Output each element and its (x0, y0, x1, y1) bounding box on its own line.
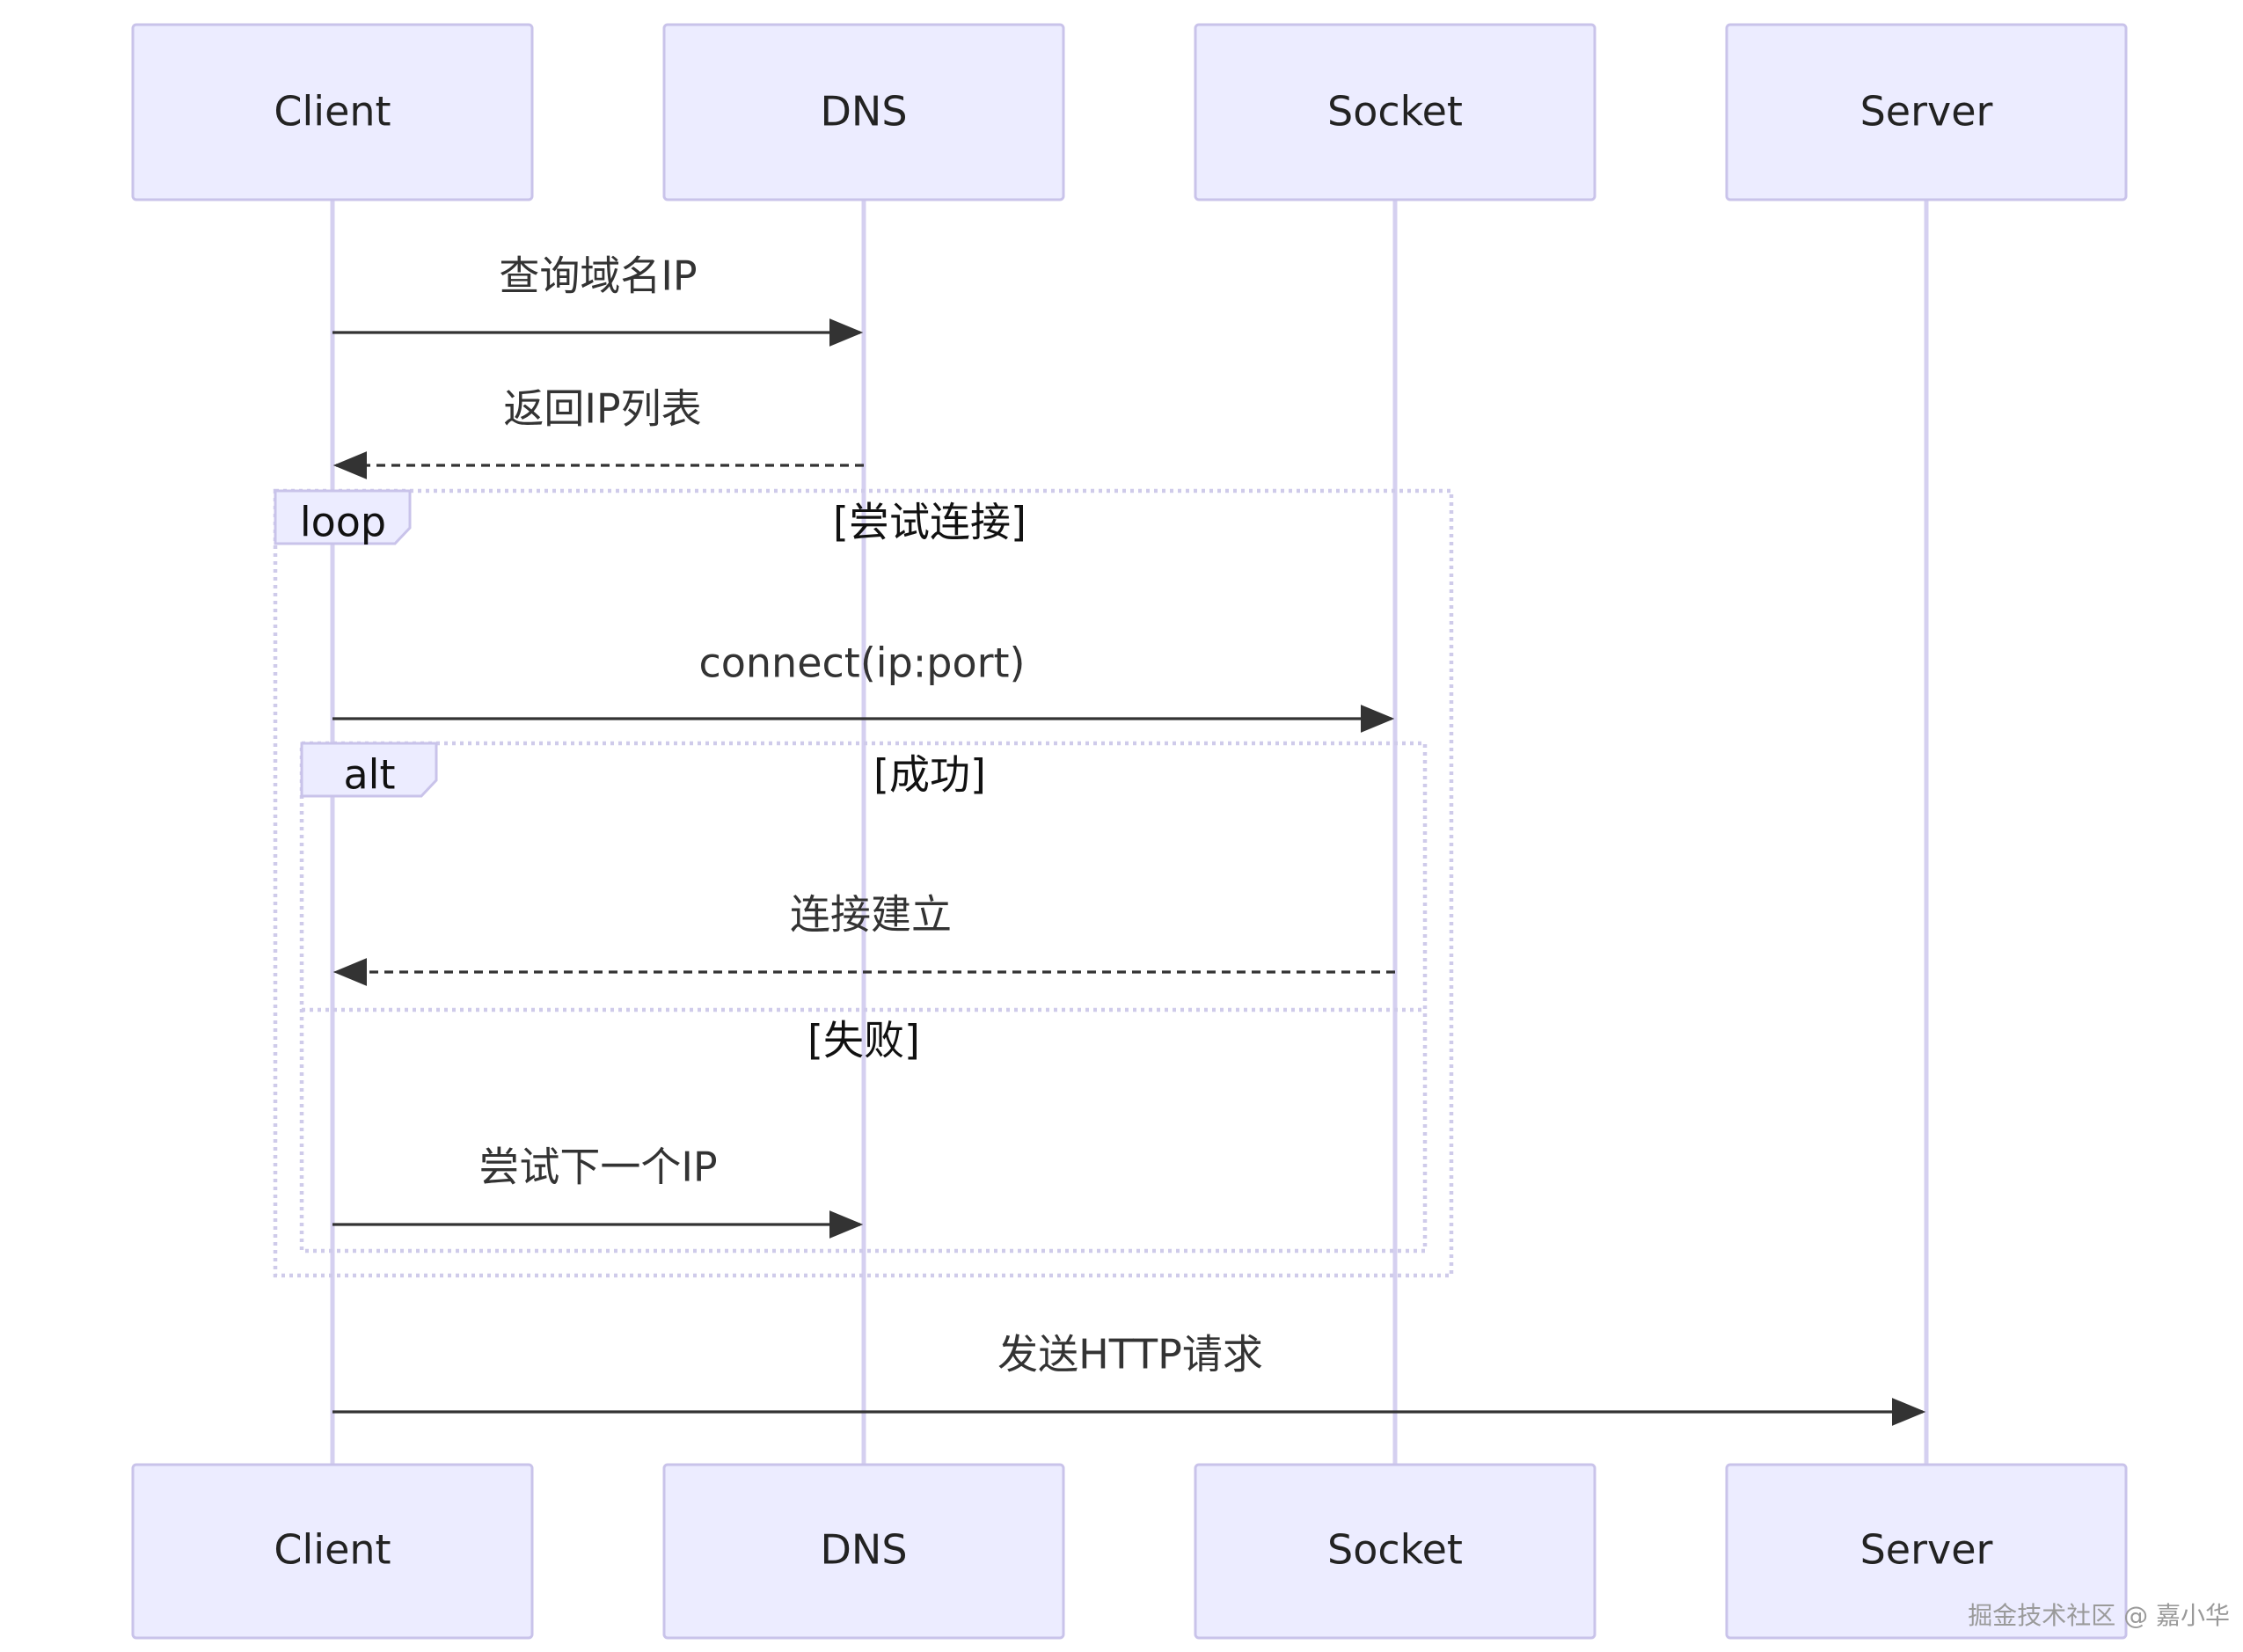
message-connection-established: 连接建立 (332, 891, 1395, 986)
message-label: 查询域名IP (499, 252, 697, 300)
alt-fragment: alt [成功] [失败] (299, 741, 1428, 1254)
actor-server-bottom: Server (1725, 1463, 2128, 1640)
actor-label: Socket (1327, 88, 1463, 135)
message-label: 连接建立 (790, 891, 952, 939)
alt-condition: [成功] (873, 751, 986, 799)
actor-socket-bottom: Socket (1194, 1463, 1596, 1640)
message-label: 返回IP列表 (503, 385, 701, 433)
actor-socket-top: Socket (1194, 23, 1596, 201)
actor-label: Server (1860, 88, 1993, 135)
actor-label: Client (274, 88, 391, 135)
message-query-ip: 查询域名IP (332, 252, 864, 347)
alt-else-condition: [失败] (807, 1017, 920, 1064)
message-connect: connect(ip:port) (332, 640, 1395, 733)
message-label: 尝试下一个IP (479, 1144, 717, 1191)
actor-label: Server (1860, 1526, 1993, 1574)
actor-client-top: Client (131, 23, 534, 201)
actor-dns-top: DNS (662, 23, 1065, 201)
actor-label: DNS (820, 88, 907, 135)
loop-condition: [尝试连接] (833, 499, 1027, 546)
message-return-ip-list: 返回IP列表 (332, 385, 864, 479)
actor-label: Socket (1327, 1526, 1463, 1574)
actor-server-top: Server (1725, 23, 2128, 201)
message-label: connect(ip:port) (698, 640, 1025, 687)
actor-dns-bottom: DNS (662, 1463, 1065, 1640)
actor-label: DNS (820, 1526, 907, 1574)
message-send-http-request: 发送HTTP请求 (332, 1331, 1926, 1426)
actor-label: Client (274, 1526, 391, 1574)
message-try-next-ip: 尝试下一个IP (332, 1144, 864, 1239)
message-label: 发送HTTP请求 (997, 1331, 1263, 1378)
alt-tag: alt (343, 751, 395, 799)
loop-tag: loop (300, 499, 386, 546)
watermark: 掘金技术社区 @ 嘉小华 (1968, 1601, 2230, 1630)
actor-client-bottom: Client (131, 1463, 534, 1640)
loop-fragment: loop [尝试连接] (273, 488, 1454, 1278)
